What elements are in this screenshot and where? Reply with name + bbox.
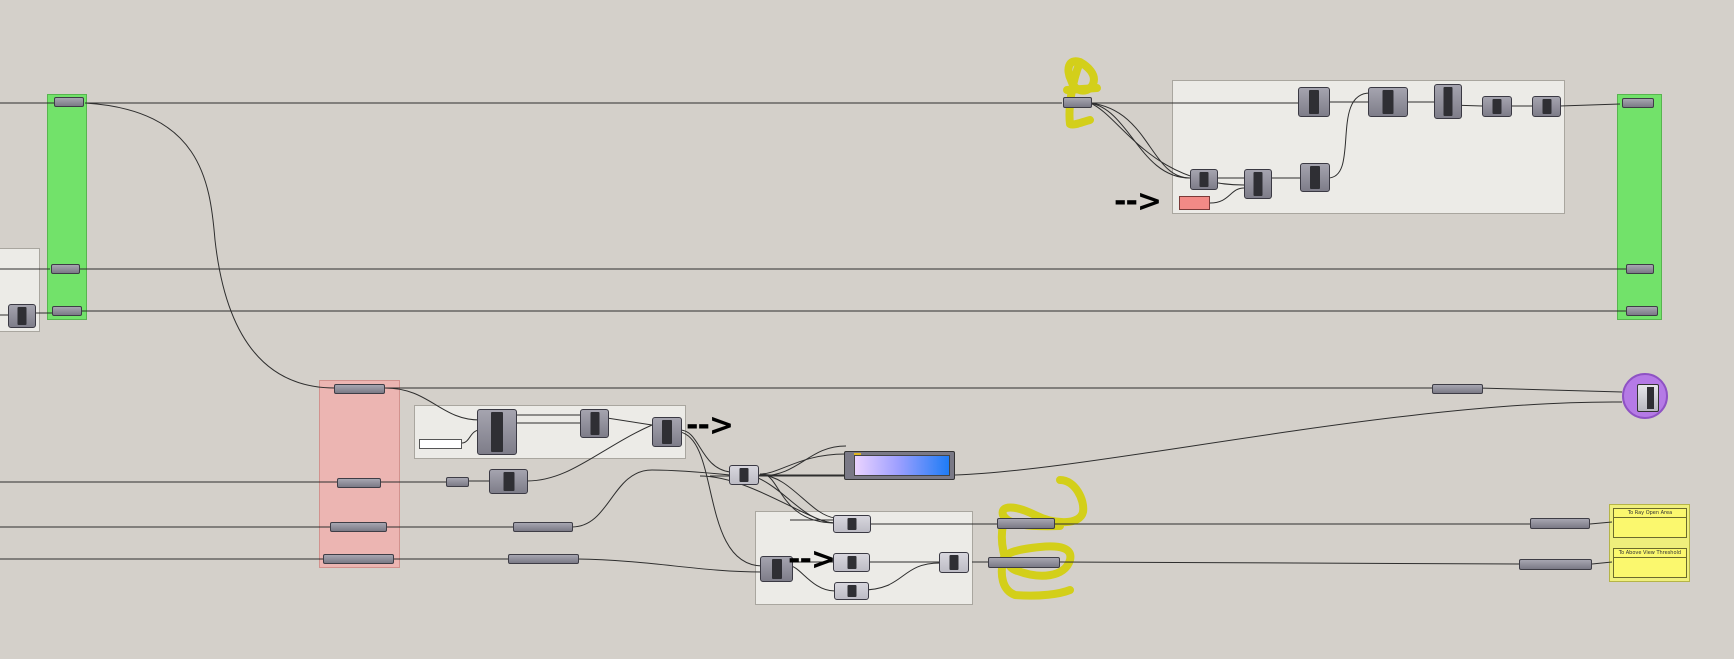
parameter-icon[interactable] [52, 306, 82, 316]
parameter-icon[interactable] [1063, 97, 1092, 108]
wire [759, 445, 847, 477]
wire [576, 558, 763, 573]
wire [1089, 102, 1191, 179]
highlighter-stroke [997, 521, 1075, 600]
group-middle[interactable] [414, 405, 686, 459]
parameter-icon[interactable] [988, 557, 1060, 568]
component-icon[interactable] [580, 409, 609, 438]
wire [954, 401, 1623, 476]
component-icon [1637, 384, 1659, 412]
gradient-swatch [854, 455, 950, 476]
wire [1327, 92, 1371, 179]
component-icon[interactable] [1434, 84, 1462, 119]
component-icon[interactable] [760, 556, 793, 582]
parameter-icon[interactable] [334, 384, 385, 394]
wire [861, 562, 941, 591]
wire [759, 453, 846, 475]
parameter-icon[interactable] [1432, 384, 1483, 394]
wire [571, 469, 731, 528]
component-icon[interactable] [477, 409, 517, 455]
parameter-icon[interactable] [997, 518, 1055, 529]
annotation-arrow: --> [1114, 184, 1162, 219]
component-icon[interactable] [939, 552, 969, 573]
wire [384, 387, 481, 421]
wire [679, 429, 731, 473]
wire [1209, 187, 1245, 204]
parameter-icon[interactable] [330, 522, 387, 532]
wire [606, 417, 653, 426]
parameter-icon[interactable] [337, 478, 381, 488]
wire [1559, 103, 1621, 107]
component-icon[interactable] [833, 553, 870, 572]
wire [526, 424, 653, 482]
component-icon[interactable] [833, 515, 871, 533]
panel-header: To Ray Open Area [1614, 509, 1686, 518]
text-panel-empty[interactable] [419, 439, 462, 449]
highlighter-stroke [1063, 84, 1101, 94]
component-icon[interactable] [1190, 169, 1218, 190]
wire [1477, 387, 1623, 393]
component-icon[interactable] [729, 465, 759, 485]
parameter-icon[interactable] [1626, 306, 1658, 316]
parameter-icon[interactable] [1626, 264, 1654, 274]
preview-component[interactable] [1622, 373, 1668, 419]
component-icon[interactable] [1298, 87, 1330, 117]
panel-header: To Above View Threshold [1614, 549, 1686, 558]
component-icon[interactable] [8, 304, 36, 328]
annotation-arrow: --> [788, 542, 836, 577]
parameter-icon[interactable] [446, 477, 469, 487]
component-icon[interactable] [1300, 163, 1330, 192]
component-icon[interactable] [489, 469, 528, 494]
highlighter-stroke [1064, 57, 1098, 129]
wire [1591, 561, 1613, 565]
parameter-icon[interactable] [513, 522, 573, 532]
wire [761, 473, 836, 524]
group-green-left[interactable] [47, 94, 87, 320]
wire [1589, 521, 1613, 525]
group-green-right[interactable] [1617, 94, 1662, 320]
wire [84, 102, 336, 389]
component-icon[interactable] [834, 582, 869, 600]
parameter-icon[interactable] [1622, 98, 1654, 108]
component-icon[interactable] [652, 417, 682, 447]
boolean-toggle[interactable] [1179, 196, 1210, 210]
parameter-icon[interactable] [51, 264, 80, 274]
annotation-arrow: --> [686, 408, 734, 443]
component-icon[interactable] [1532, 96, 1561, 117]
panel-icon[interactable]: To Ray Open Area [1613, 508, 1687, 538]
parameter-icon[interactable] [323, 554, 394, 564]
panel-icon[interactable]: To Above View Threshold [1613, 548, 1687, 578]
component-icon[interactable] [1244, 169, 1272, 199]
parameter-icon[interactable] [508, 554, 579, 564]
wire [1059, 561, 1521, 565]
parameter-icon[interactable] [1519, 559, 1592, 570]
parameter-icon[interactable] [1530, 518, 1590, 529]
component-icon[interactable] [1482, 96, 1512, 117]
wire [1089, 102, 1191, 179]
gradient-icon[interactable] [844, 451, 955, 480]
parameter-icon[interactable] [54, 97, 84, 107]
group-red[interactable] [319, 380, 400, 568]
wire [679, 431, 763, 567]
component-icon[interactable] [1368, 87, 1408, 117]
